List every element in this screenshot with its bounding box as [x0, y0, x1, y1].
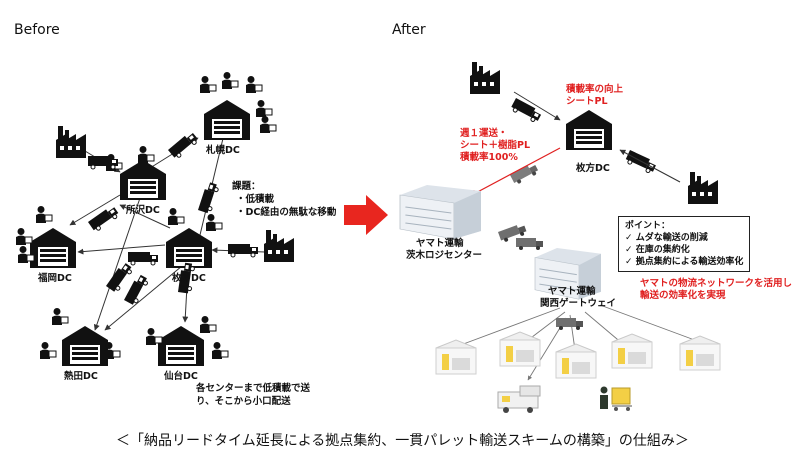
dc-label-tokorozawa: 所沢DC	[126, 205, 160, 216]
transition-arrow-icon	[344, 195, 388, 235]
network-utilization-label: ヤマトの物流ネットワークを活用し 輸送の効率化を実現	[640, 278, 793, 301]
point-item: ✓ ムダな輸送の削減	[625, 233, 708, 243]
issue-item: ・DC経由の無駄な移動	[236, 207, 337, 218]
delivery-depot-icon	[611, 333, 653, 369]
point-item: ✓ 拠点集約による輸送効率化	[625, 257, 744, 267]
warehouse-tokorozawa-icon	[120, 160, 166, 200]
dc-label-sapporo: 札幌DC	[206, 145, 240, 156]
delivery-van-icon	[497, 385, 541, 413]
warehouse-sapporo-icon	[204, 100, 250, 140]
after-warehouse-hirakata-icon	[566, 110, 612, 150]
dc-label-fukuoka: 福岡DC	[38, 273, 72, 284]
truck-icon	[556, 318, 583, 330]
point-item: ✓ 在庫の集約化	[625, 245, 690, 255]
warehouse-fukuoka-icon	[30, 228, 76, 268]
dc-label-atsuta: 熱田DC	[64, 371, 98, 382]
load-rate-label: 積載率の向上 シートPL	[566, 84, 624, 107]
after-heading: After	[392, 22, 426, 38]
factory-icon	[264, 230, 294, 262]
delivery-worker-icon	[600, 386, 632, 411]
points-box: ポイント： ✓ ムダな輸送の削減 ✓ 在庫の集約化 ✓ 拠点集約による輸送効率化	[618, 216, 751, 272]
truck-icon	[624, 149, 658, 175]
factory-icon	[688, 172, 718, 204]
dc-label-hirakata: 枚方DC	[172, 273, 206, 284]
kansai-gateway-label: ヤマト運輸 関西ゲートウェイ	[540, 286, 617, 309]
before-heading: Before	[14, 22, 60, 38]
dc-label-sendai: 仙台DC	[164, 371, 198, 382]
issue-item: ・低積載	[236, 194, 275, 205]
points-title: ポイント：	[625, 221, 671, 231]
factory-icon	[56, 126, 86, 158]
ibaraki-center-building-icon	[399, 184, 482, 240]
delivery-depot-icon	[435, 339, 477, 375]
truck-icon	[516, 238, 543, 250]
delivery-depot-icon	[679, 335, 721, 371]
red-truck-icon	[510, 162, 540, 186]
delivery-depot-icon	[555, 343, 597, 379]
factory-icon	[470, 62, 500, 94]
truck-icon	[509, 97, 543, 125]
warehouse-sendai-icon	[158, 326, 204, 366]
delivery-depot-icon	[499, 331, 541, 367]
warehouse-hirakata-icon	[166, 228, 212, 268]
issues-block: 課題： ・低積載 ・DC経由の無駄な移動	[232, 180, 336, 219]
before-note: 各センターまで低積載で送 り、そこから小口配送	[196, 383, 311, 407]
ibaraki-center-label: ヤマト運輸 茨木ロジセンター	[406, 238, 483, 261]
issues-title: 課題：	[232, 181, 261, 192]
weekly-transport-label: 週１運送・ シート＋樹脂PL 積載率100%	[460, 128, 531, 163]
diagram-caption: ＜「納品リードタイム延長による拠点集約、一貫パレット輸送スキームの構築」の仕組み…	[116, 433, 689, 449]
after-hirakata-label: 枚方DC	[576, 163, 610, 174]
warehouse-atsuta-icon	[62, 326, 108, 366]
